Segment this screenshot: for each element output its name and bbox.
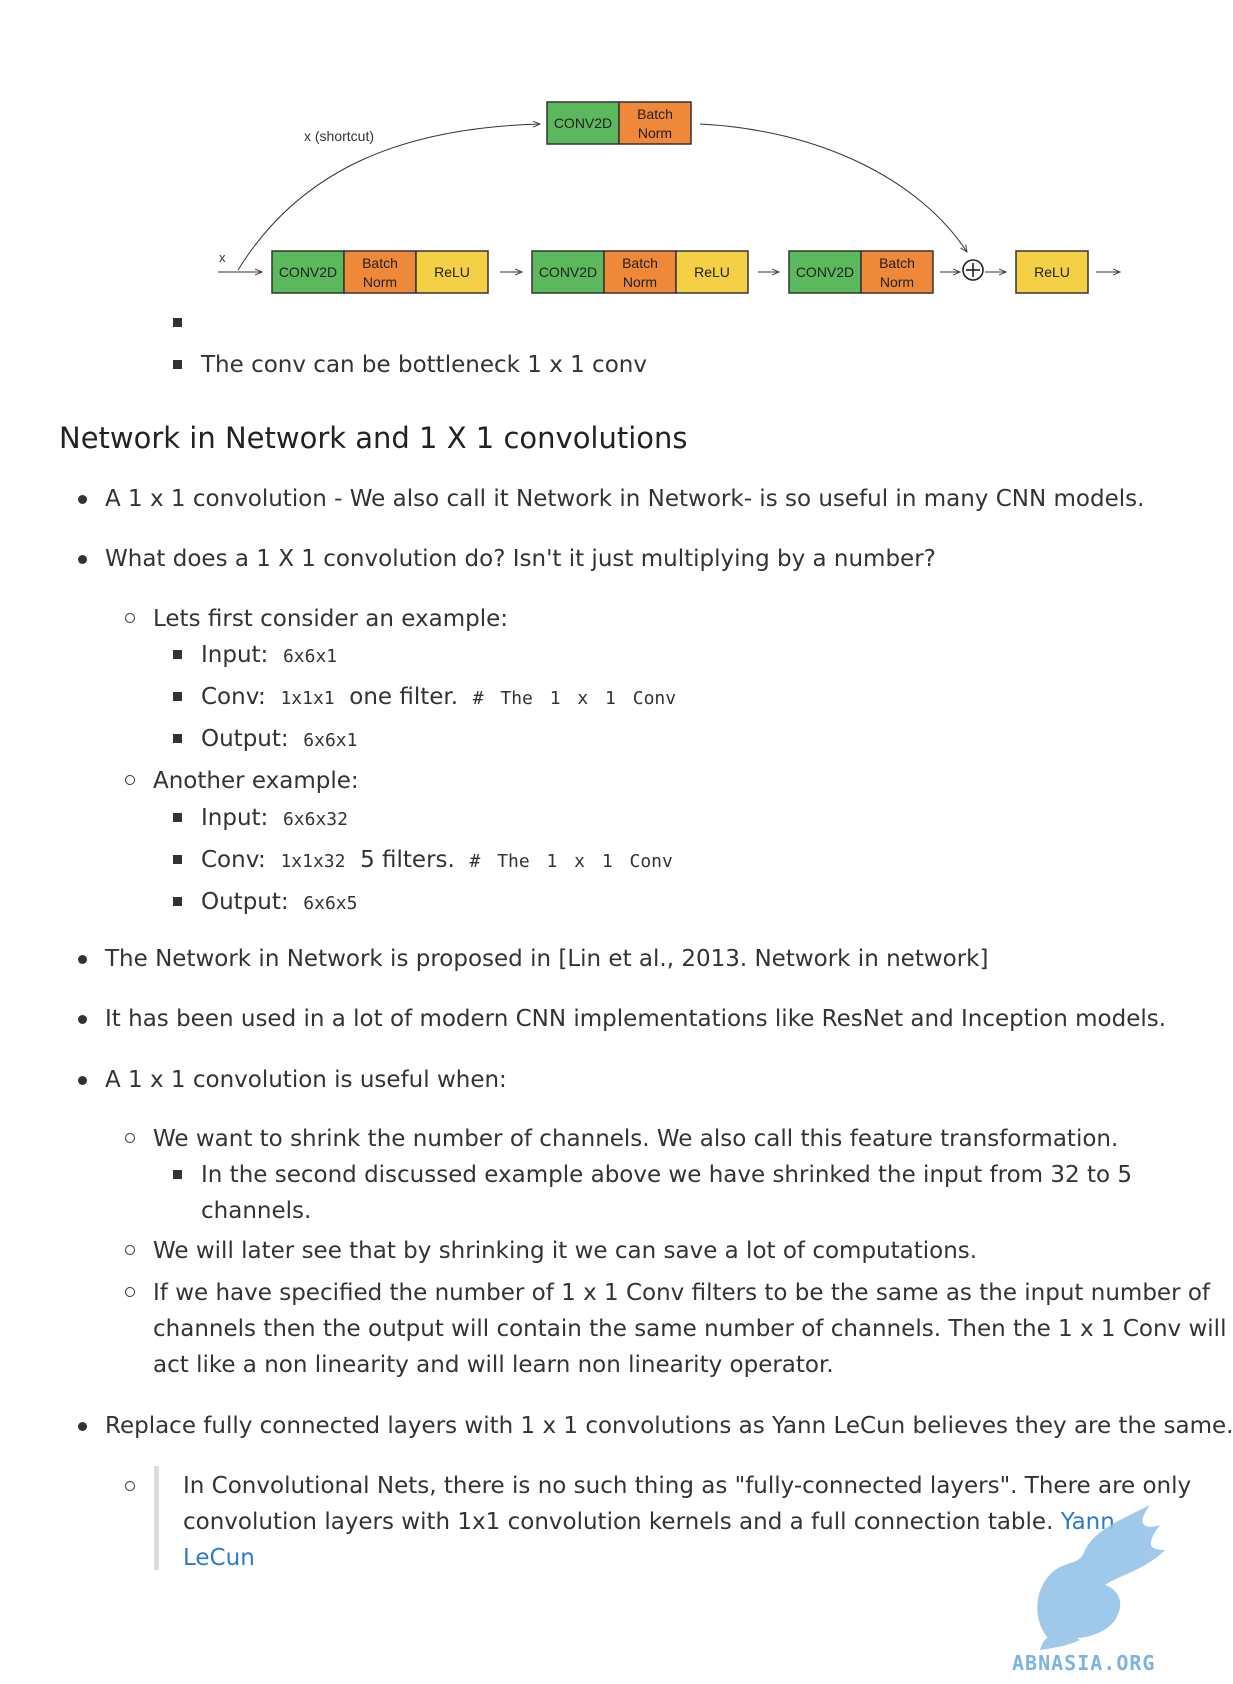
- svg-text:ReLU: ReLU: [694, 264, 730, 280]
- main-block-1: CONV2D Batch Norm ReLU: [271, 250, 489, 294]
- shortcut-conv-block: [546, 101, 620, 145]
- input-label: x: [219, 250, 226, 265]
- final-relu-block: ReLU: [1015, 250, 1089, 294]
- list-item: We will later see that by shrinking it w…: [153, 1238, 978, 1264]
- shortcut-return-arc: [699, 123, 967, 252]
- svg-text:Batch: Batch: [362, 255, 398, 271]
- shortcut-label: x (shortcut): [304, 128, 374, 144]
- list-item: A 1 x 1 convolution is useful when:: [105, 1067, 507, 1093]
- bullet-square: [173, 897, 182, 906]
- list-item: Lets first consider an example:: [153, 606, 509, 632]
- svg-text:Norm: Norm: [638, 125, 672, 141]
- section-heading: Network in Network and 1 X 1 convolution…: [59, 421, 688, 455]
- svg-text:Batch: Batch: [879, 255, 915, 271]
- list-item: Replace fully connected layers with 1 x …: [105, 1413, 1233, 1439]
- list-item: If we have specified the number of 1 x 1…: [153, 1280, 1211, 1306]
- yann-lecun-link[interactable]: LeCun: [183, 1545, 255, 1571]
- bullet-square: [173, 318, 182, 327]
- list-item: A 1 x 1 convolution - We also call it Ne…: [105, 486, 1145, 512]
- svg-text:ReLU: ReLU: [1034, 264, 1070, 280]
- add-node-icon: [962, 259, 984, 281]
- list-item: The conv can be bottleneck 1 x 1 conv: [201, 352, 647, 378]
- svg-text:CONV2D: CONV2D: [554, 115, 612, 131]
- bullet-square: [173, 692, 182, 701]
- list-item: Input: 6x6x32: [201, 805, 348, 831]
- list-item: Conv: 1x1x32 5 filters. # The 1 x 1 Conv: [201, 847, 673, 873]
- list-item: Another example:: [153, 768, 359, 794]
- bullet-square: [173, 855, 182, 864]
- list-item: We want to shrink the number of channels…: [153, 1126, 1119, 1152]
- bullet-square: [173, 813, 182, 822]
- bullet-disc: [78, 555, 87, 564]
- svg-text:CONV2D: CONV2D: [539, 264, 597, 280]
- watermark-logo: ABNASIA.ORG: [1012, 1505, 1165, 1675]
- svg-text:ReLU: ReLU: [434, 264, 470, 280]
- svg-text:Norm: Norm: [880, 274, 914, 290]
- bullet-circle: [125, 1287, 135, 1297]
- bullet-square: [173, 650, 182, 659]
- list-item-continuation: channels then the output will contain th…: [153, 1316, 1227, 1342]
- blockquote-line: convolution layers with 1x1 convolution …: [183, 1509, 1115, 1535]
- list-item: Output: 6x6x1: [201, 726, 358, 752]
- list-item: Output: 6x6x5: [201, 889, 358, 915]
- bullet-disc: [78, 1076, 87, 1085]
- svg-text:Norm: Norm: [363, 274, 397, 290]
- bullet-circle: [125, 775, 135, 785]
- bullet-square: [173, 360, 182, 369]
- list-item-continuation: act like a non linearity and will learn …: [153, 1352, 834, 1378]
- bullet-disc: [78, 955, 87, 964]
- svg-text:CONV2D: CONV2D: [796, 264, 854, 280]
- svg-text:Batch: Batch: [637, 106, 673, 122]
- bullet-square: [173, 734, 182, 743]
- shortcut-batchnorm-block: [618, 101, 692, 145]
- list-item: What does a 1 X 1 convolution do? Isn't …: [105, 546, 936, 572]
- svg-text:CONV2D: CONV2D: [279, 264, 337, 280]
- main-block-3: CONV2D Batch Norm: [788, 250, 934, 294]
- list-item: Conv: 1x1x1 one filter. # The 1 x 1 Conv: [201, 684, 677, 710]
- svg-text:Batch: Batch: [622, 255, 658, 271]
- bullet-disc: [78, 495, 87, 504]
- bullet-square: [173, 1170, 182, 1179]
- bullet-disc: [78, 1422, 87, 1431]
- bullet-disc: [78, 1015, 87, 1024]
- bullet-circle: [125, 1245, 135, 1255]
- shortcut-block: CONV2D Batch Norm: [546, 101, 692, 145]
- list-item: The Network in Network is proposed in [L…: [105, 946, 989, 972]
- watermark-text: ABNASIA.ORG: [1012, 1651, 1155, 1675]
- list-item: In the second discussed example above we…: [201, 1162, 1132, 1188]
- shortcut-arc: [237, 124, 540, 271]
- griffin-logo-icon: [1037, 1505, 1165, 1650]
- resnet-block-diagram: x (shortcut) CONV2D Batch Norm x CONV2D …: [218, 101, 1190, 294]
- main-block-2: CONV2D Batch Norm ReLU: [531, 250, 749, 294]
- list-item: Input: 6x6x1: [201, 642, 338, 668]
- blockquote-line: LeCun: [183, 1540, 255, 1576]
- bullet-circle: [125, 1481, 135, 1491]
- svg-text:Norm: Norm: [623, 274, 657, 290]
- list-item-continuation: channels.: [201, 1198, 312, 1224]
- list-item: It has been used in a lot of modern CNN …: [105, 1006, 1167, 1032]
- blockquote-line: In Convolutional Nets, there is no such …: [183, 1473, 1192, 1499]
- bullet-circle: [125, 1133, 135, 1143]
- blockquote-bar: [154, 1466, 159, 1570]
- bullet-circle: [125, 613, 135, 623]
